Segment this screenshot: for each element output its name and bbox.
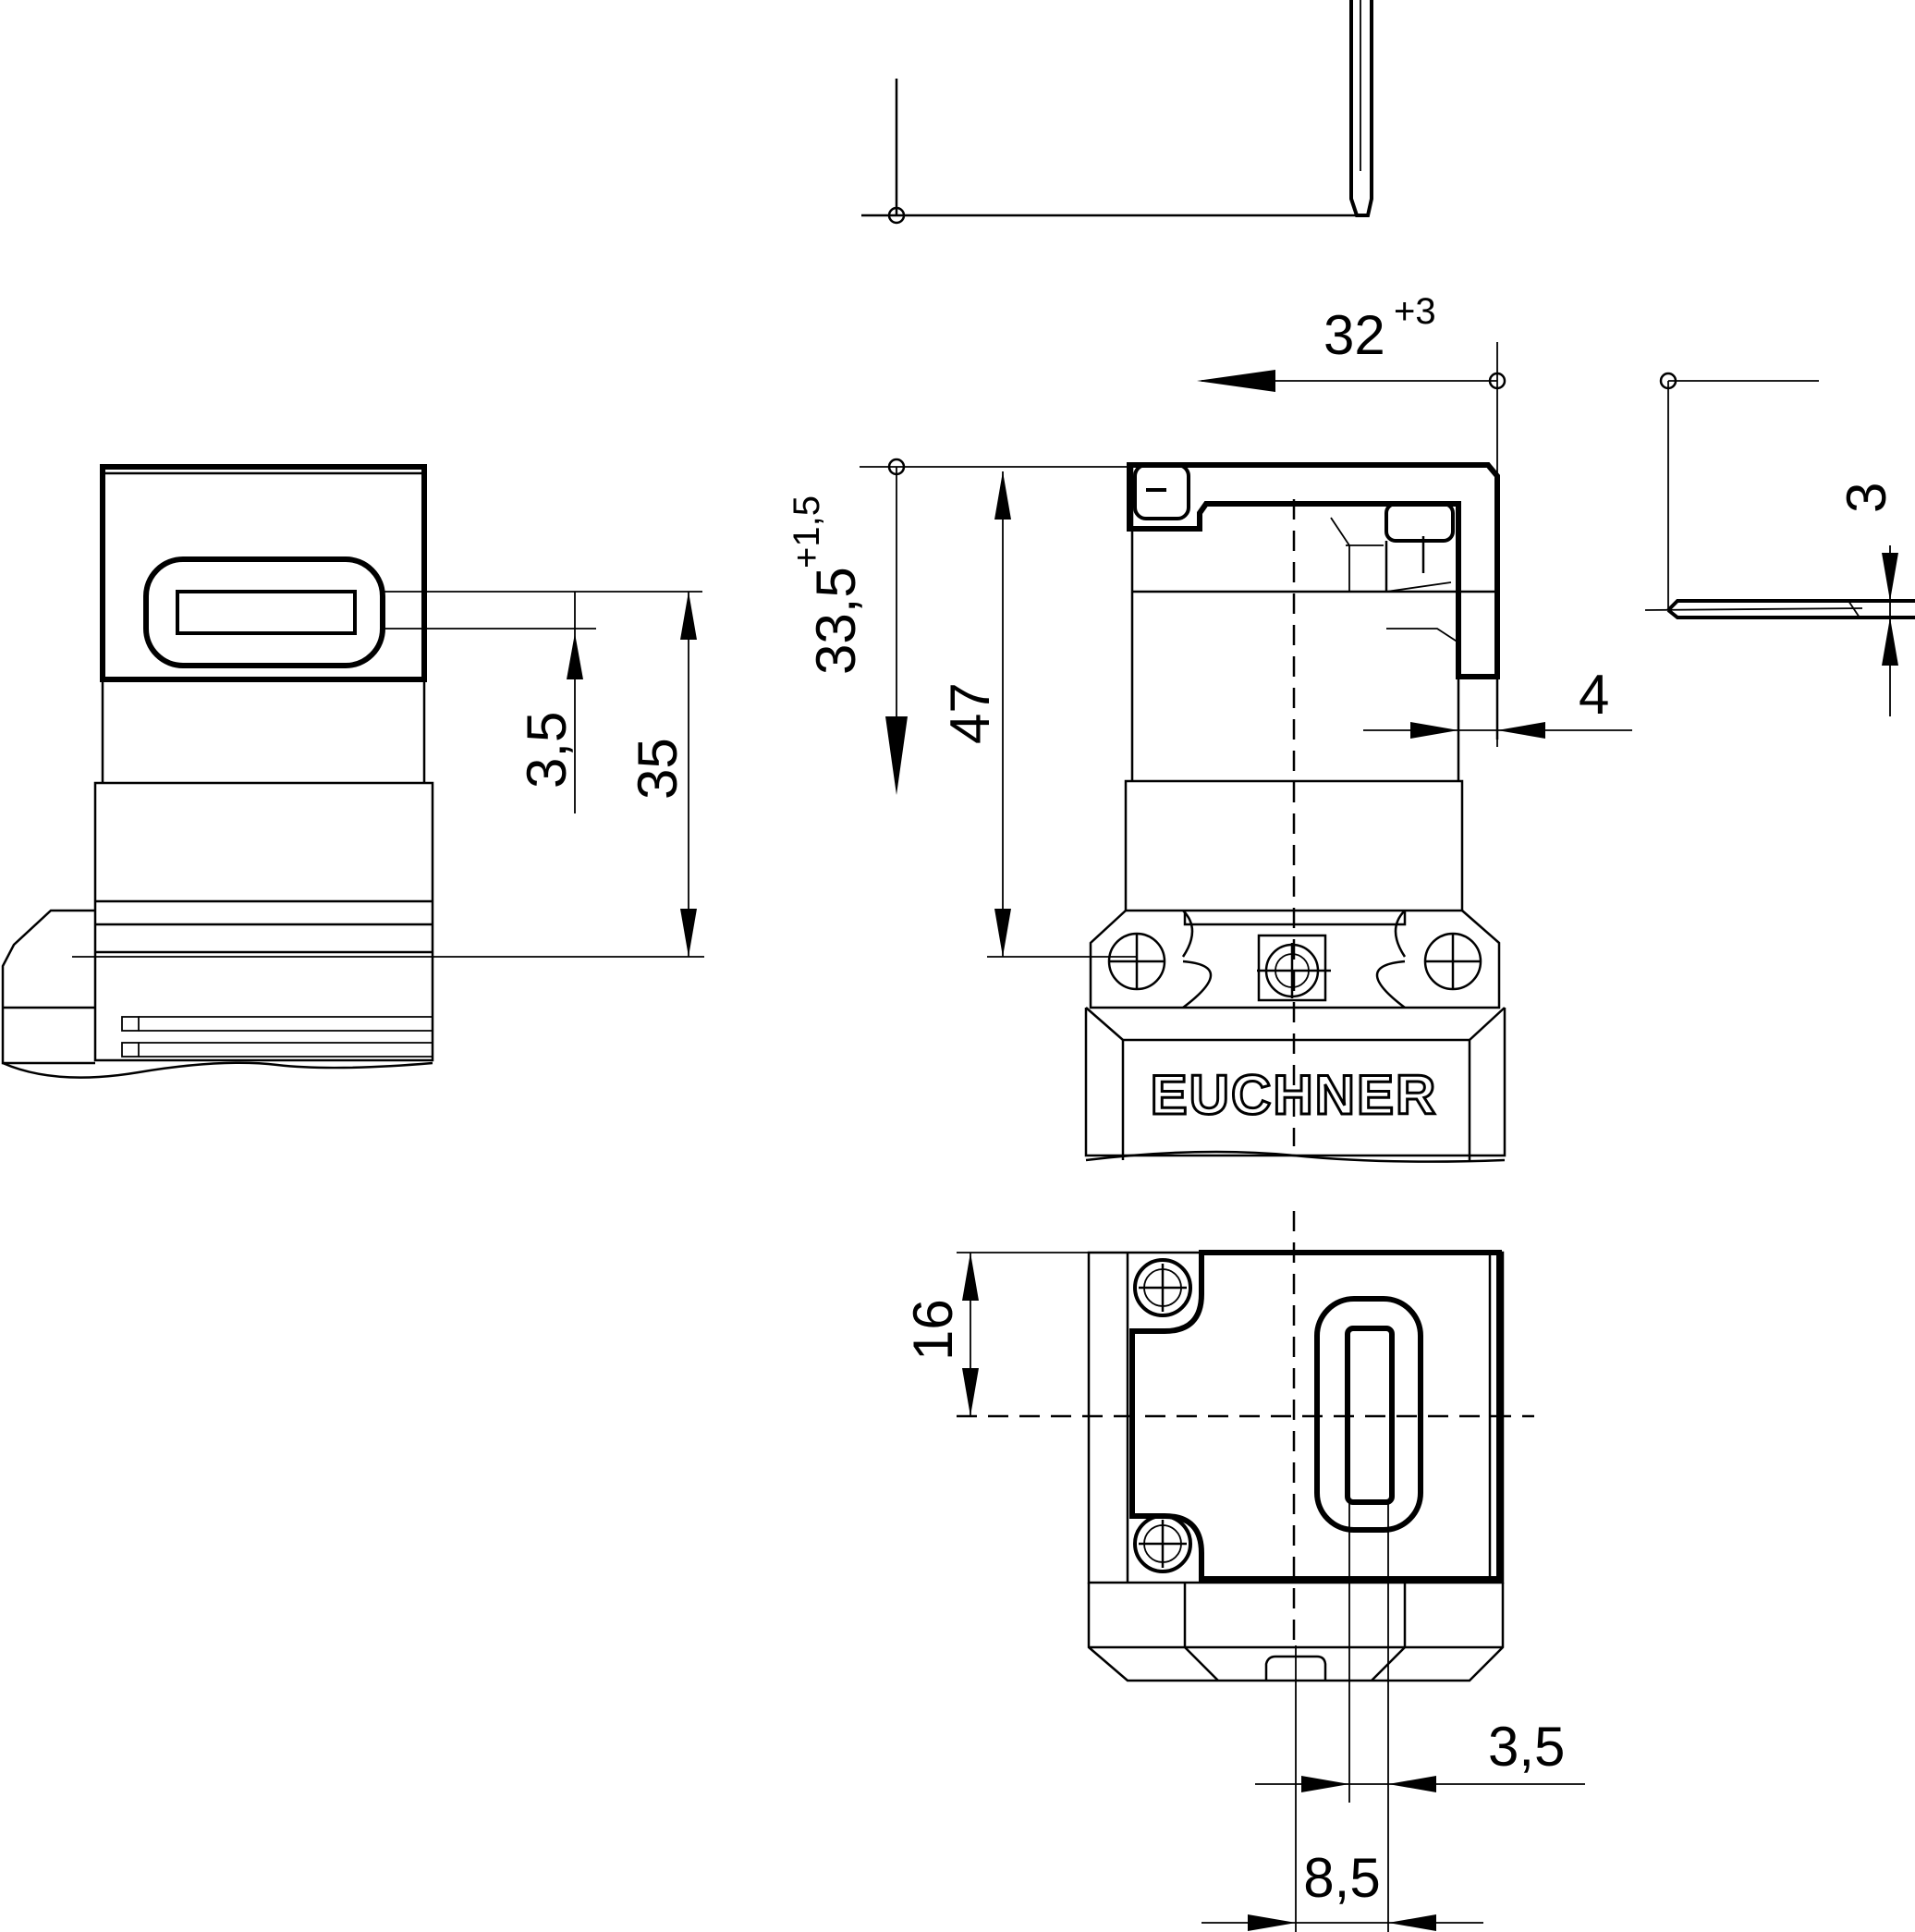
dim-arrow [1882,553,1898,601]
dim-arrow [994,909,1011,957]
dim-3-5-side: 3,5 [516,712,578,789]
dim-arrow [1882,618,1898,666]
dim-33-5-tolerance: +1,5 [787,495,827,569]
dim-arrow [1388,1776,1436,1792]
dim-33-5: 33,5 [805,567,867,675]
front-view-dimensions: 32 +3 33,5 +1,5 47 4 [787,291,1632,958]
dim-32: 32 [1323,304,1385,366]
dim-32-tolerance: +3 [1394,291,1436,332]
top-view-dimensions: 16 3,5 8,5 [902,1252,1585,1932]
dim-3: 3 [1836,483,1897,513]
dim-35: 35 [627,738,689,800]
dim-4: 4 [1579,664,1609,726]
dim-arrow [1388,1914,1436,1931]
dim-arrow [567,633,583,679]
dim-arrow [962,1253,979,1301]
dim-arrow [1410,722,1458,739]
side-view-dimensions: 3,5 35 [72,591,704,958]
dim-arrow [1197,370,1275,392]
dim-3-5-top: 3,5 [1488,1716,1565,1778]
front-view: EUCHNER [1084,462,1506,1163]
actuator-thickness-detail: 3 [1644,372,1915,716]
dim-arrow [1248,1914,1296,1931]
dim-8-5: 8,5 [1303,1847,1380,1909]
dim-47: 47 [939,682,1001,744]
dim-arrow [885,716,908,795]
dim-16: 16 [902,1299,964,1361]
dim-arrow [962,1368,979,1416]
dim-arrow [1497,722,1545,739]
top-view [957,1211,1534,1682]
dim-arrow [680,592,697,640]
dim-arrow [1301,1776,1349,1792]
side-view [1,464,434,1079]
actuator-entry-view [861,0,1373,225]
dim-arrow [680,909,697,957]
dim-arrow [994,471,1011,520]
